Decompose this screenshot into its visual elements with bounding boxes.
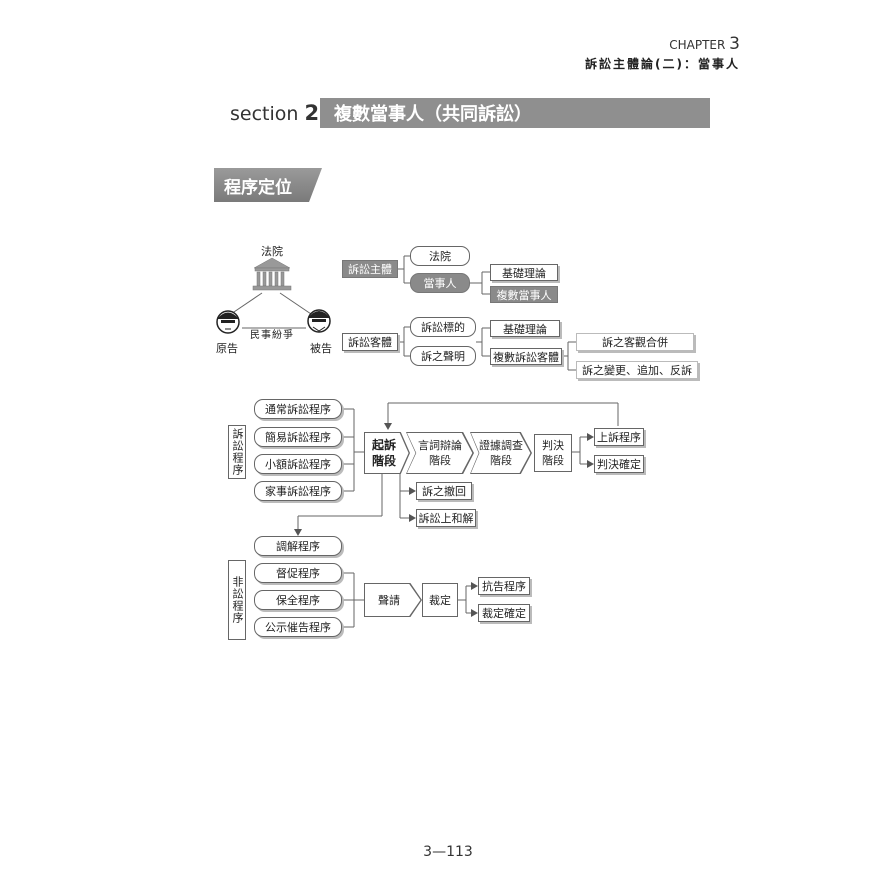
preservation-procedure: 保全程序 <box>254 590 342 610</box>
procedure-small-claims: 小額訴訟程序 <box>254 454 342 474</box>
stage-judgment-line-2: 階段 <box>542 454 564 467</box>
procedure-family: 家事訴訟程序 <box>254 481 342 501</box>
procedure-ordinary: 通常訴訟程序 <box>254 399 342 419</box>
section-heading: section 2 <box>230 101 319 125</box>
court-node: 法院 <box>410 246 470 266</box>
amendment-box: 訴之變更、追加、反訴 <box>576 361 698 379</box>
dispute-label: 民事紛爭 <box>250 330 294 341</box>
stage-filing-line-1: 起訴 <box>371 438 396 452</box>
procedure-position-tab: 程序定位 <box>214 168 322 202</box>
chapter-number: 3 <box>729 34 740 54</box>
objective-joinder-box: 訴之客觀合併 <box>576 333 694 351</box>
chapter-title: 訴訟主體論(二)：當事人 <box>585 57 740 71</box>
stage-filing-line-2: 階段 <box>371 454 396 468</box>
plaintiff-label: 原告 <box>216 342 238 355</box>
section-label: section <box>230 103 299 125</box>
stage-judgment-line-1: 判決 <box>542 439 564 452</box>
stage-oral-argument-line-1: 言詞辯論 <box>418 439 462 452</box>
chapter-label: CHAPTER <box>669 38 726 52</box>
judgment-final-box: 判決確定 <box>594 455 644 473</box>
court-building-icon <box>252 257 292 291</box>
stage-evidence-line-1: 證據調查 <box>479 439 523 452</box>
object-group-box: 訴訟客體 <box>342 333 398 351</box>
stage-judgment: 判決 階段 <box>534 434 572 472</box>
section-title: 複數當事人（共同訴訟） <box>334 104 532 125</box>
chapter-header: CHAPTER 3 訴訟主體論(二)：當事人 <box>585 34 740 72</box>
tab-title: 程序定位 <box>224 177 292 198</box>
objection-box: 抗告程序 <box>478 577 530 595</box>
procedure-simple: 簡易訴訟程序 <box>254 427 342 447</box>
declaration-node: 訴之聲明 <box>410 346 476 366</box>
petition-chevron: 聲請 <box>364 583 422 617</box>
court-label: 法院 <box>261 245 283 258</box>
non-litigation-label: 非訟程序 <box>228 560 246 640</box>
settlement-box: 訴訟上和解 <box>416 509 476 527</box>
public-summons-procedure: 公示催告程序 <box>254 617 342 637</box>
defendant-face-icon <box>307 309 331 333</box>
section-number: 2 <box>304 101 320 125</box>
ruling-box: 裁定 <box>422 583 458 617</box>
stage-evidence-line-2: 階段 <box>490 454 512 467</box>
withdrawal-box: 訴之撤回 <box>416 482 472 500</box>
section-title-bar: 複數當事人（共同訴訟） <box>320 98 710 128</box>
ruling-final-box: 裁定確定 <box>478 604 530 622</box>
multiple-parties-box: 複數當事人 <box>490 286 558 303</box>
page-number: 3—113 <box>423 844 473 860</box>
stage-oral-argument-line-2: 階段 <box>429 454 451 467</box>
multiple-objects-box: 複數訴訟客體 <box>490 348 562 365</box>
party-node: 當事人 <box>410 273 470 293</box>
basic-theory-box-2: 基礎理論 <box>490 320 560 337</box>
stage-filing: 起訴 階段 <box>364 432 410 474</box>
basic-theory-box-1: 基礎理論 <box>490 264 558 281</box>
appeal-box: 上訴程序 <box>594 428 644 446</box>
subject-group-box: 訴訟主體 <box>342 260 398 278</box>
payment-order-procedure: 督促程序 <box>254 563 342 583</box>
mediation-procedure: 調解程序 <box>254 536 342 556</box>
stage-oral-argument: 言詞辯論 階段 <box>406 432 474 474</box>
petition-label: 聲請 <box>378 594 400 607</box>
subject-matter-node: 訴訟標的 <box>410 317 476 337</box>
stage-evidence: 證據調查 階段 <box>470 432 532 474</box>
defendant-label: 被告 <box>310 342 332 355</box>
plaintiff-face-icon <box>216 310 240 334</box>
litigation-procedure-label: 訴訟程序 <box>228 425 246 479</box>
